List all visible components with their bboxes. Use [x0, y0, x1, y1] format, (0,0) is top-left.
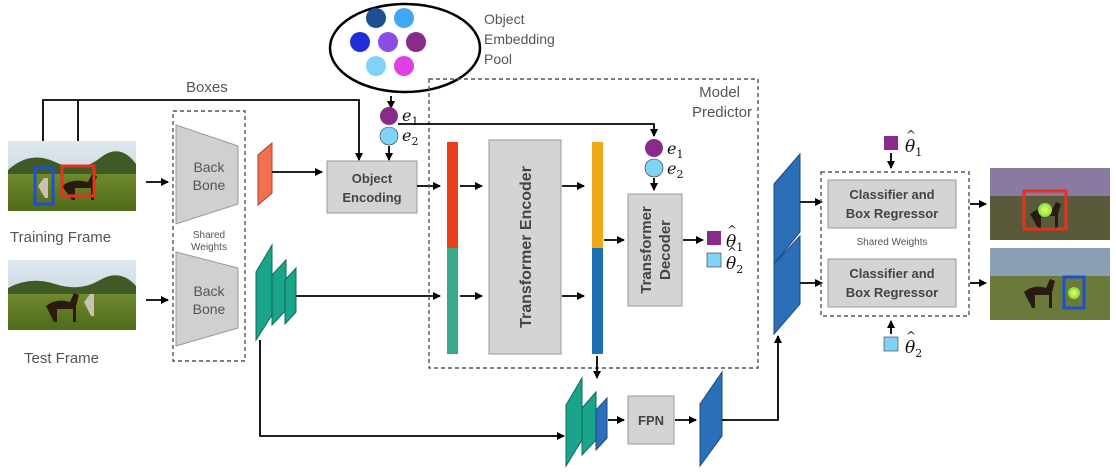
- decoder-theta1-hat: ^: [727, 223, 737, 237]
- classifier-train-label-2: Box Regressor: [846, 206, 938, 221]
- classifier-test: [827, 258, 957, 308]
- decoder-e2-dot: [644, 158, 664, 178]
- classifier-theta1-hat: ^: [906, 128, 916, 142]
- training-frame-image: [8, 141, 136, 211]
- pool-label-3: Pool: [484, 51, 512, 67]
- transformer-decoder-label-1: Transformer: [638, 206, 655, 294]
- fpn-input-features: [565, 376, 608, 468]
- pool-dot: [366, 8, 386, 28]
- model-predictor-box: [428, 78, 759, 369]
- backbone-train: [175, 124, 239, 225]
- decoder-e2-label: e2: [667, 159, 683, 181]
- right-feature-maps: [773, 152, 801, 336]
- transformer-encoder-block: [488, 139, 562, 355]
- classifier-test-label-1: Classifier and: [849, 266, 934, 281]
- test-feature-map: [255, 243, 297, 342]
- test-frame-label: Test Frame: [24, 350, 99, 367]
- fpn-output-feature: [699, 370, 723, 468]
- model-predictor-label-2: Predictor: [692, 104, 752, 121]
- classifier-shared-box: [820, 171, 970, 317]
- shared-weights-left-1: Shared: [193, 230, 225, 241]
- classifier-train: [827, 179, 957, 229]
- classifier-theta1-label: θ1: [905, 137, 922, 159]
- backbone-train-label-1: Back: [193, 159, 225, 175]
- training-frame-label: Training Frame: [10, 229, 111, 246]
- backbone-test: [175, 251, 239, 347]
- encoder-input-test-tokens: [447, 248, 458, 354]
- shared-weights-right: Shared Weights: [857, 237, 928, 248]
- decoder-theta1-label: θ1: [726, 232, 743, 254]
- fpn-block: [627, 395, 675, 445]
- train-feature-map: [257, 141, 273, 207]
- object-encoding-label-1: Object: [352, 171, 393, 186]
- output-train-frame: [990, 168, 1110, 240]
- encoder-output-test-tokens: [592, 248, 603, 354]
- decoder-theta1-square: [707, 231, 721, 245]
- backbone-test-label-2: Bone: [193, 301, 226, 317]
- object-embedding-pool: [328, 2, 482, 94]
- backbone-shared-box: [172, 110, 246, 362]
- decoder-theta2-square: [706, 252, 722, 268]
- pool-dot: [406, 32, 426, 52]
- classifier-theta2-hat: ^: [906, 329, 916, 343]
- pool-dot: [394, 8, 414, 28]
- pool-dot: [378, 32, 398, 52]
- pool-dot: [350, 32, 370, 52]
- classifier-test-label-2: Box Regressor: [846, 285, 938, 300]
- pool-label-1: Object: [484, 11, 525, 27]
- output-test-frame: [990, 248, 1110, 320]
- classifier-theta1-square: [884, 136, 898, 150]
- model-predictor-label-1: Model: [699, 84, 740, 101]
- transformer-decoder-label-2: Decoder: [657, 220, 674, 280]
- decoder-e1-label: e1: [667, 139, 683, 161]
- encoder-output-train-tokens: [592, 142, 603, 248]
- backbone-test-label-1: Back: [193, 283, 225, 299]
- object-encoding-label-2: Encoding: [342, 190, 401, 205]
- pool-dot: [366, 56, 386, 76]
- embed-e2-dot: [379, 126, 399, 146]
- decoder-e1-dot: [645, 139, 663, 157]
- classifier-train-label-1: Classifier and: [849, 187, 934, 202]
- classifier-theta2-square: [883, 336, 899, 352]
- e2-label: e2: [402, 126, 418, 148]
- fpn-label: FPN: [638, 413, 664, 428]
- embed-e1-dot: [380, 107, 398, 125]
- transformer-encoder-label: Transformer Encoder: [518, 166, 535, 328]
- backbone-train-label-2: Bone: [193, 177, 226, 193]
- encoder-input-train-tokens: [447, 142, 458, 248]
- shared-weights-left-2: Weights: [191, 242, 227, 253]
- test-frame-image: [8, 260, 136, 330]
- e1-label: e1: [402, 106, 418, 128]
- pool-dot: [394, 56, 414, 76]
- pool-label-2: Embedding: [484, 31, 555, 47]
- classifier-theta2-label: θ2: [905, 338, 922, 360]
- decoder-theta2-hat: ^: [727, 245, 737, 259]
- transformer-decoder-block: [627, 193, 683, 307]
- decoder-theta2-label: θ2: [726, 254, 743, 276]
- boxes-label: Boxes: [186, 79, 228, 96]
- object-encoding-block: [326, 160, 418, 214]
